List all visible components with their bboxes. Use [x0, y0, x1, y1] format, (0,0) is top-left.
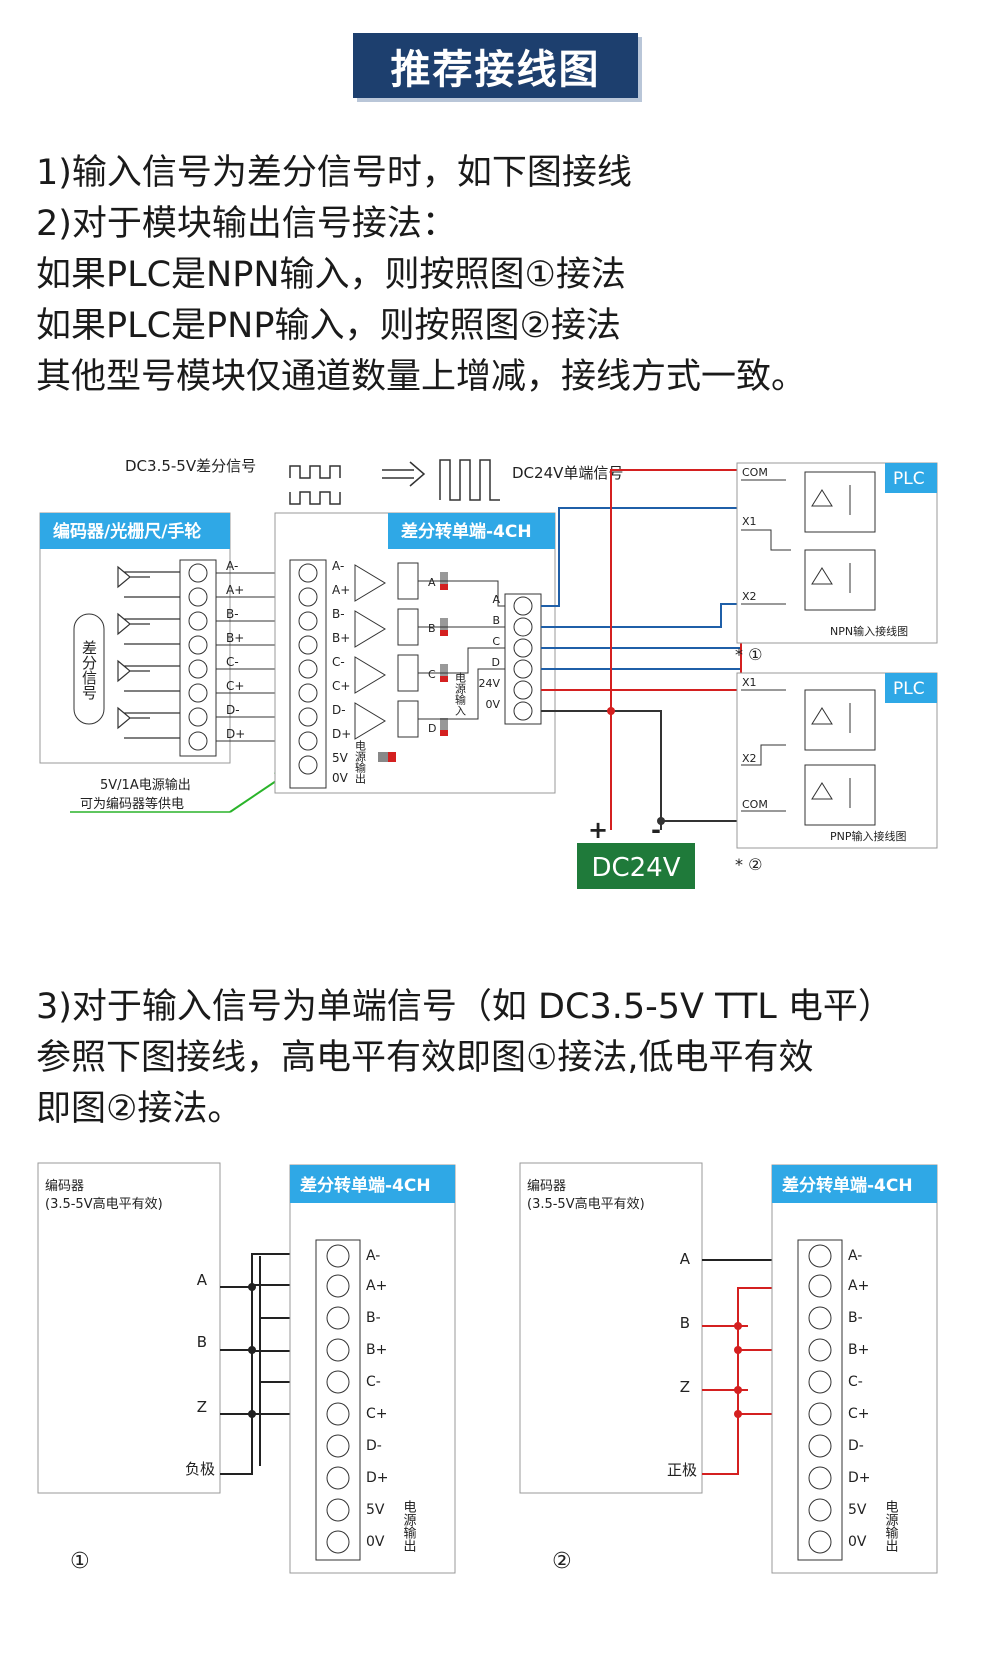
svg-text:A: A: [492, 593, 500, 606]
intro-line: 其他型号模块仅通道数量上增减，接线方式一致。: [36, 357, 807, 397]
module-input-pin-labels: A- A+ B- B+ C- C+ D- D+ 5V 0V: [332, 559, 351, 785]
encoder-terminal-block: [179, 559, 217, 757]
svg-text:C-: C-: [332, 655, 345, 669]
svg-text:A-: A-: [332, 559, 344, 573]
intro-line: 1)输入信号为差分信号时，如下图接线: [36, 153, 632, 193]
svg-text:COM: COM: [742, 466, 768, 479]
module-input-terminals: [289, 559, 327, 789]
dc-minus-label: -: [651, 816, 661, 844]
diff-wave-top: [289, 465, 341, 479]
svg-text:C: C: [492, 635, 500, 648]
svg-text:B-: B-: [332, 607, 345, 621]
svg-text:X2: X2: [742, 752, 757, 765]
svg-text:C: C: [428, 668, 436, 681]
svg-text:D: D: [428, 722, 436, 735]
plc-npn-label: PLC: [893, 469, 925, 489]
svg-text:X1: X1: [742, 515, 757, 528]
encoder-inner-label: 差分信号: [80, 640, 98, 701]
power-out-led: [378, 752, 392, 762]
dc-plus-label: +: [588, 816, 608, 844]
pnp-mark: * ②: [735, 855, 762, 874]
dc24v-box: [577, 843, 695, 889]
plc-npn-optocouplers: [741, 471, 876, 611]
svg-text:D+: D+: [332, 727, 351, 741]
junction: [657, 817, 665, 825]
svg-text:C+: C+: [332, 679, 350, 693]
diff-wave-bottom: [289, 491, 341, 505]
npn-caption: NPN输入接线图: [830, 624, 908, 638]
single-signal-label: DC24V单端信号: [512, 464, 623, 482]
encoder-terminals: [188, 563, 208, 751]
encoder-pin-labels: A- A+ B- B+ C- C+ D- D+: [226, 559, 245, 741]
arrow-right-icon: [382, 461, 426, 487]
encoder-header-label: 编码器/光栅尺/手轮: [53, 521, 201, 542]
svg-text:A+: A+: [332, 583, 350, 597]
power-out-label: 电源输出: [354, 740, 367, 784]
page-title: 推荐接线图: [353, 33, 638, 98]
plc-npn-terms: COM X1 X2: [742, 466, 768, 603]
section3-text: 3)对于输入信号为单端信号（如 DC3.5-5V TTL 电平） 参照下图接线，…: [36, 982, 893, 1135]
svg-text:5V: 5V: [332, 751, 349, 765]
svg-text:D+: D+: [226, 727, 245, 741]
supply-note-2: 可为编码器等供电: [80, 796, 184, 812]
intro-line: 如果PLC是PNP输入，则按照图②接法: [36, 306, 621, 346]
intro-line: 如果PLC是NPN输入，则按照图①接法: [36, 255, 626, 295]
svg-text:X1: X1: [742, 676, 757, 689]
module-led-labels: A B C D: [428, 576, 436, 735]
encoder-signal-box: [73, 613, 105, 725]
svg-text:D: D: [492, 656, 500, 669]
output-wires: [541, 469, 761, 830]
module-header: [388, 513, 555, 549]
svg-text:B-: B-: [226, 607, 239, 621]
svg-text:0V: 0V: [332, 771, 349, 785]
pnp-caption: PNP输入接线图: [830, 829, 907, 843]
module-input-screws: [298, 563, 318, 775]
module-output-pin-labels: A B C D 24V 0V: [478, 593, 500, 711]
svg-text:24V: 24V: [478, 677, 500, 690]
section3-line: 即图②接法。: [36, 1089, 243, 1129]
svg-text:D-: D-: [332, 703, 346, 717]
intro-text: 1)输入信号为差分信号时，如下图接线 2)对于模块输出信号接法： 如果PLC是N…: [36, 148, 806, 403]
svg-text:B+: B+: [332, 631, 350, 645]
encoder-header: [40, 513, 230, 549]
svg-text:B: B: [428, 622, 436, 635]
svg-text:C-: C-: [226, 655, 239, 669]
svg-text:A-: A-: [226, 559, 238, 573]
power-in-label: 电源输入: [454, 672, 467, 716]
svg-text:B: B: [492, 614, 500, 627]
module-output-screws: [513, 596, 533, 721]
svg-text:B+: B+: [226, 631, 244, 645]
single-wave: [439, 459, 500, 501]
junction: [607, 707, 615, 715]
svg-text:X2: X2: [742, 590, 757, 603]
dc24v-label: DC24V: [591, 853, 680, 883]
svg-text:A: A: [428, 576, 436, 589]
intro-line: 2)对于模块输出信号接法：: [36, 204, 457, 244]
svg-text:D-: D-: [226, 703, 240, 717]
plc-pnp-header: [885, 673, 937, 703]
svg-text:C+: C+: [226, 679, 244, 693]
svg-text:0V: 0V: [485, 698, 500, 711]
svg-text:A+: A+: [226, 583, 244, 597]
plc-pnp-optocouplers: [741, 689, 876, 826]
diff-signal-label: DC3.5-5V差分信号: [125, 457, 256, 475]
plc-pnp-label: PLC: [893, 679, 925, 699]
plc-pnp-terms: X1 X2 COM: [742, 676, 768, 811]
module-internal-wires: [418, 580, 505, 720]
module-header-label: 差分转单端-4CH: [401, 521, 532, 542]
plc-npn-header: [885, 463, 937, 493]
supply-note-1: 5V/1A电源输出: [100, 777, 191, 793]
encoder-drivers: [117, 565, 180, 739]
module-leds: [440, 572, 448, 736]
svg-text:COM: COM: [742, 798, 768, 811]
section3-line: 参照下图接线，高电平有效即图①接法,低电平有效: [36, 1038, 814, 1078]
module-output-terminals: [504, 593, 542, 725]
section3-line: 3)对于输入信号为单端信号（如 DC3.5-5V TTL 电平）: [36, 987, 893, 1027]
npn-mark: * ①: [735, 645, 762, 664]
